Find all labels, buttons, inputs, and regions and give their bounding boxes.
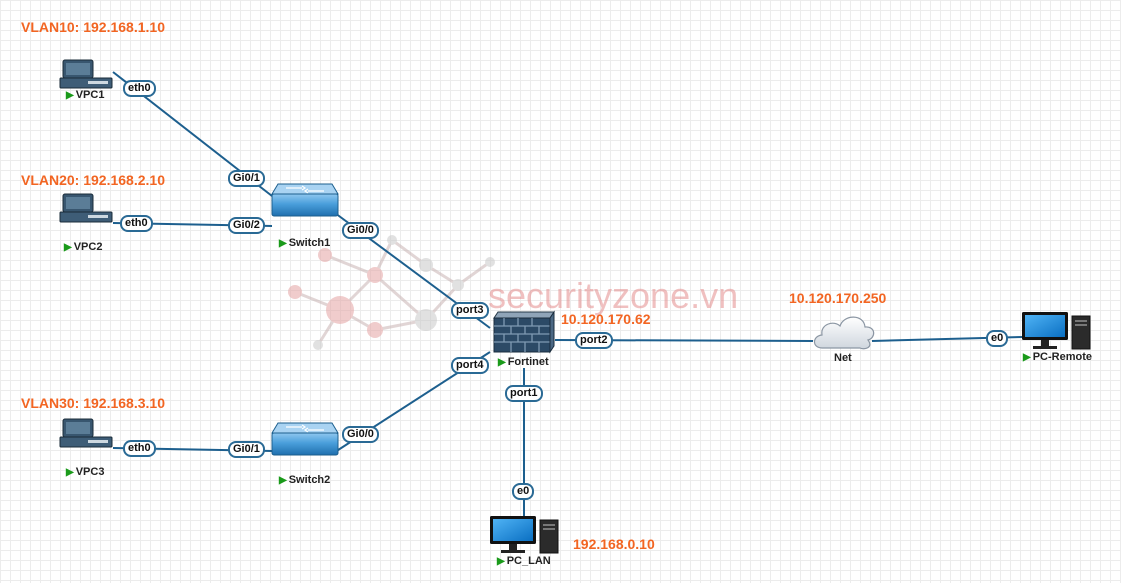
net-name: Net bbox=[834, 352, 852, 364]
switch1-label[interactable]: ▶Switch1 bbox=[279, 237, 330, 249]
play-icon: ▶ bbox=[1023, 352, 1031, 363]
port-badge-sw1-gi01[interactable]: Gi0/1 bbox=[228, 170, 265, 187]
port-badge-fw-port2[interactable]: port2 bbox=[575, 332, 613, 349]
net-label[interactable]: Net bbox=[834, 352, 852, 364]
play-icon: ▶ bbox=[498, 357, 506, 368]
switch2-label[interactable]: ▶Switch2 bbox=[279, 474, 330, 486]
vpc1-icon[interactable] bbox=[59, 59, 113, 89]
vlan10-label: VLAN10: 192.168.1.10 bbox=[21, 19, 165, 35]
play-icon: ▶ bbox=[279, 475, 287, 486]
pc-lan-name: PC_LAN bbox=[506, 555, 551, 567]
pc-remote-name: PC-Remote bbox=[1032, 351, 1092, 363]
port-badge-sw1-gi02[interactable]: Gi0/2 bbox=[228, 217, 265, 234]
port-badge-fw-port1[interactable]: port1 bbox=[505, 385, 543, 402]
firewall-icon[interactable] bbox=[493, 310, 555, 354]
port-badge-sw2-gi01[interactable]: Gi0/1 bbox=[228, 441, 265, 458]
fortinet-wan-ip-label: 10.120.170.62 bbox=[561, 311, 651, 327]
vpc2-label[interactable]: ▶VPC2 bbox=[64, 241, 102, 253]
fortinet-name: Fortinet bbox=[507, 356, 549, 368]
pc-remote-label[interactable]: ▶PC-Remote bbox=[1023, 351, 1092, 363]
pc-lan-icon[interactable] bbox=[490, 516, 559, 554]
port-badge-remote-e0[interactable]: e0 bbox=[986, 330, 1009, 347]
port-badge-lan-e0[interactable]: e0 bbox=[512, 483, 535, 500]
vpc1-label[interactable]: ▶VPC1 bbox=[66, 89, 104, 101]
switch2-name: Switch2 bbox=[288, 474, 331, 486]
port-badge-fw-port4[interactable]: port4 bbox=[451, 357, 489, 374]
play-icon: ▶ bbox=[66, 467, 74, 478]
vlan30-label: VLAN30: 192.168.3.10 bbox=[21, 395, 165, 411]
pc-remote-icon[interactable] bbox=[1022, 312, 1091, 350]
port-badge-vpc1-eth0[interactable]: eth0 bbox=[123, 80, 156, 97]
net-gateway-ip-label: 10.120.170.250 bbox=[789, 290, 887, 306]
watermark-molecule bbox=[288, 235, 495, 350]
vpc3-name: VPC3 bbox=[75, 466, 105, 478]
port-badge-sw2-gi00[interactable]: Gi0/0 bbox=[342, 426, 379, 443]
port-badge-vpc2-eth0[interactable]: eth0 bbox=[120, 215, 153, 232]
play-icon: ▶ bbox=[279, 238, 287, 249]
switch1-name: Switch1 bbox=[288, 237, 331, 249]
play-icon: ▶ bbox=[64, 242, 72, 253]
switch1-icon[interactable] bbox=[271, 183, 339, 217]
pc-lan-label[interactable]: ▶PC_LAN bbox=[497, 555, 551, 567]
pc-lan-ip-label: 192.168.0.10 bbox=[573, 536, 655, 552]
vpc2-name: VPC2 bbox=[73, 241, 103, 253]
play-icon: ▶ bbox=[497, 556, 505, 567]
port-badge-vpc3-eth0[interactable]: eth0 bbox=[123, 440, 156, 457]
vpc3-icon[interactable] bbox=[59, 418, 113, 448]
vpc1-name: VPC1 bbox=[75, 89, 105, 101]
port-badge-sw1-gi00[interactable]: Gi0/0 bbox=[342, 222, 379, 239]
vpc3-label[interactable]: ▶VPC3 bbox=[66, 466, 104, 478]
cloud-icon[interactable] bbox=[813, 316, 875, 350]
vlan20-label: VLAN20: 192.168.2.10 bbox=[21, 172, 165, 188]
switch2-icon[interactable] bbox=[271, 422, 339, 456]
port-badge-fw-port3[interactable]: port3 bbox=[451, 302, 489, 319]
watermark-text: securityzone.vn bbox=[488, 275, 739, 316]
fortinet-label[interactable]: ▶Fortinet bbox=[498, 356, 549, 368]
vpc2-icon[interactable] bbox=[59, 193, 113, 223]
play-icon: ▶ bbox=[66, 90, 74, 101]
